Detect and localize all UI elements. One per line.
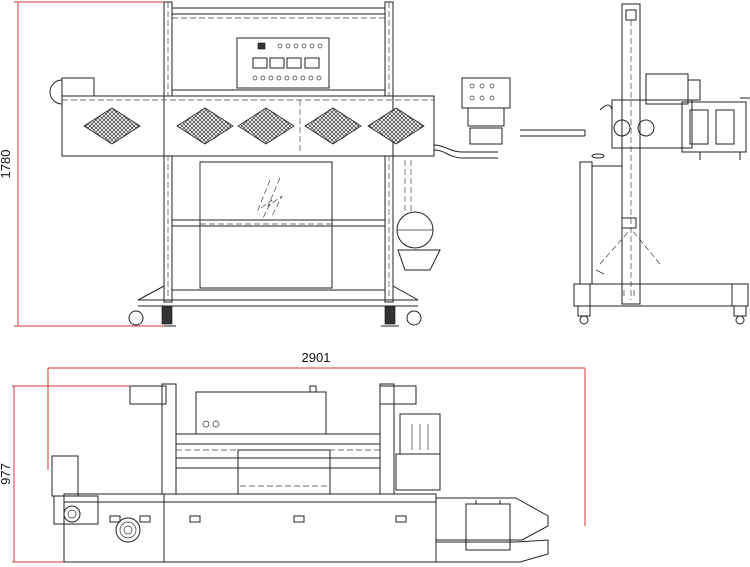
top-cover — [195, 391, 327, 435]
top-main-body — [63, 493, 437, 563]
vent-1 — [83, 107, 141, 145]
dimension-length-label: 2901 — [302, 350, 331, 365]
control-panel — [236, 37, 330, 89]
caster-left — [128, 310, 144, 326]
caster-right — [406, 310, 422, 326]
electric-hazard-icon — [257, 179, 273, 221]
vent-3 — [237, 107, 295, 145]
vent-5 — [367, 107, 425, 145]
film-roll — [49, 79, 63, 105]
dimension-height-label: 1780 — [0, 150, 13, 179]
dimension-width: 977 — [0, 385, 130, 563]
vent-4 — [304, 107, 362, 145]
fan-grille — [115, 517, 141, 543]
vent-2 — [176, 107, 234, 145]
feed-control-box — [461, 77, 511, 109]
front-view — [49, 1, 586, 327]
side-frame — [611, 99, 693, 149]
center-unit — [237, 449, 331, 497]
dimension-height: 1780 — [0, 1, 164, 327]
lower-cabinet — [199, 161, 333, 289]
side-column — [621, 3, 641, 305]
dimension-length: 2901 — [47, 350, 586, 526]
dimension-width-label: 977 — [0, 463, 13, 485]
conveyor-box — [465, 503, 511, 551]
drive-motor — [51, 455, 79, 497]
top-view — [51, 383, 549, 563]
side-view — [573, 3, 750, 325]
